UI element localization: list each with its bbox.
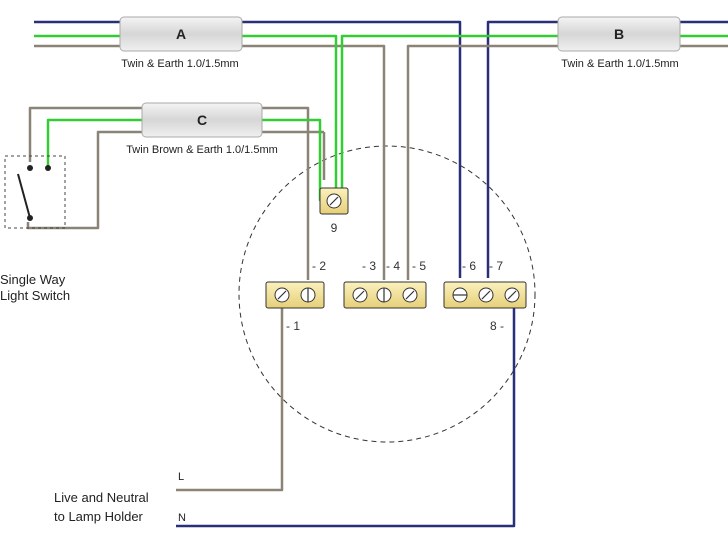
terminal-block-switched	[343, 281, 427, 309]
terminal-3-label: - 3	[362, 259, 376, 273]
cable-b-sleeve: B	[557, 16, 681, 52]
cable-c-letter: C	[197, 112, 207, 128]
lamp-neutral-label: N	[178, 512, 186, 524]
terminal-9-label: 9	[331, 221, 338, 235]
terminal-7-label: - 7	[489, 259, 503, 273]
lamp-label-line2: to Lamp Holder	[54, 509, 144, 524]
cable-a-spec: Twin & Earth 1.0/1.5mm	[121, 58, 238, 70]
cable-b-letter: B	[614, 26, 624, 42]
terminal-4-label: - 4	[386, 259, 400, 273]
wiring	[26, 20, 728, 528]
terminal-5-label: - 5	[412, 259, 426, 273]
cable-c-sleeve: C	[141, 102, 263, 138]
lamp-label-line1: Live and Neutral	[54, 490, 149, 505]
lamp-live-wire	[176, 300, 284, 492]
cable-a-letter: A	[176, 26, 186, 42]
cable-a-sleeve: A	[119, 16, 243, 52]
terminal-6-label: - 6	[462, 259, 476, 273]
terminal-8-label: 8 -	[490, 319, 504, 333]
lamp-neutral-wire	[176, 300, 516, 528]
terminal-block-live	[265, 281, 325, 309]
cable-c-spec: Twin Brown & Earth 1.0/1.5mm	[126, 144, 278, 156]
single-way-switch	[4, 155, 66, 229]
cable-a-live-wire	[34, 44, 386, 280]
switch-label-line1: Single Way	[0, 272, 66, 287]
terminal-block-neutral	[443, 281, 527, 309]
earth-terminal-9	[319, 187, 349, 215]
ceiling-rose-outline	[238, 145, 536, 443]
cable-b-spec: Twin & Earth 1.0/1.5mm	[561, 58, 678, 70]
terminal-2-label: - 2	[312, 259, 326, 273]
lamp-live-label: L	[178, 471, 184, 483]
switch-label-line2: Light Switch	[0, 288, 70, 303]
terminal-1-label: - 1	[286, 319, 300, 333]
